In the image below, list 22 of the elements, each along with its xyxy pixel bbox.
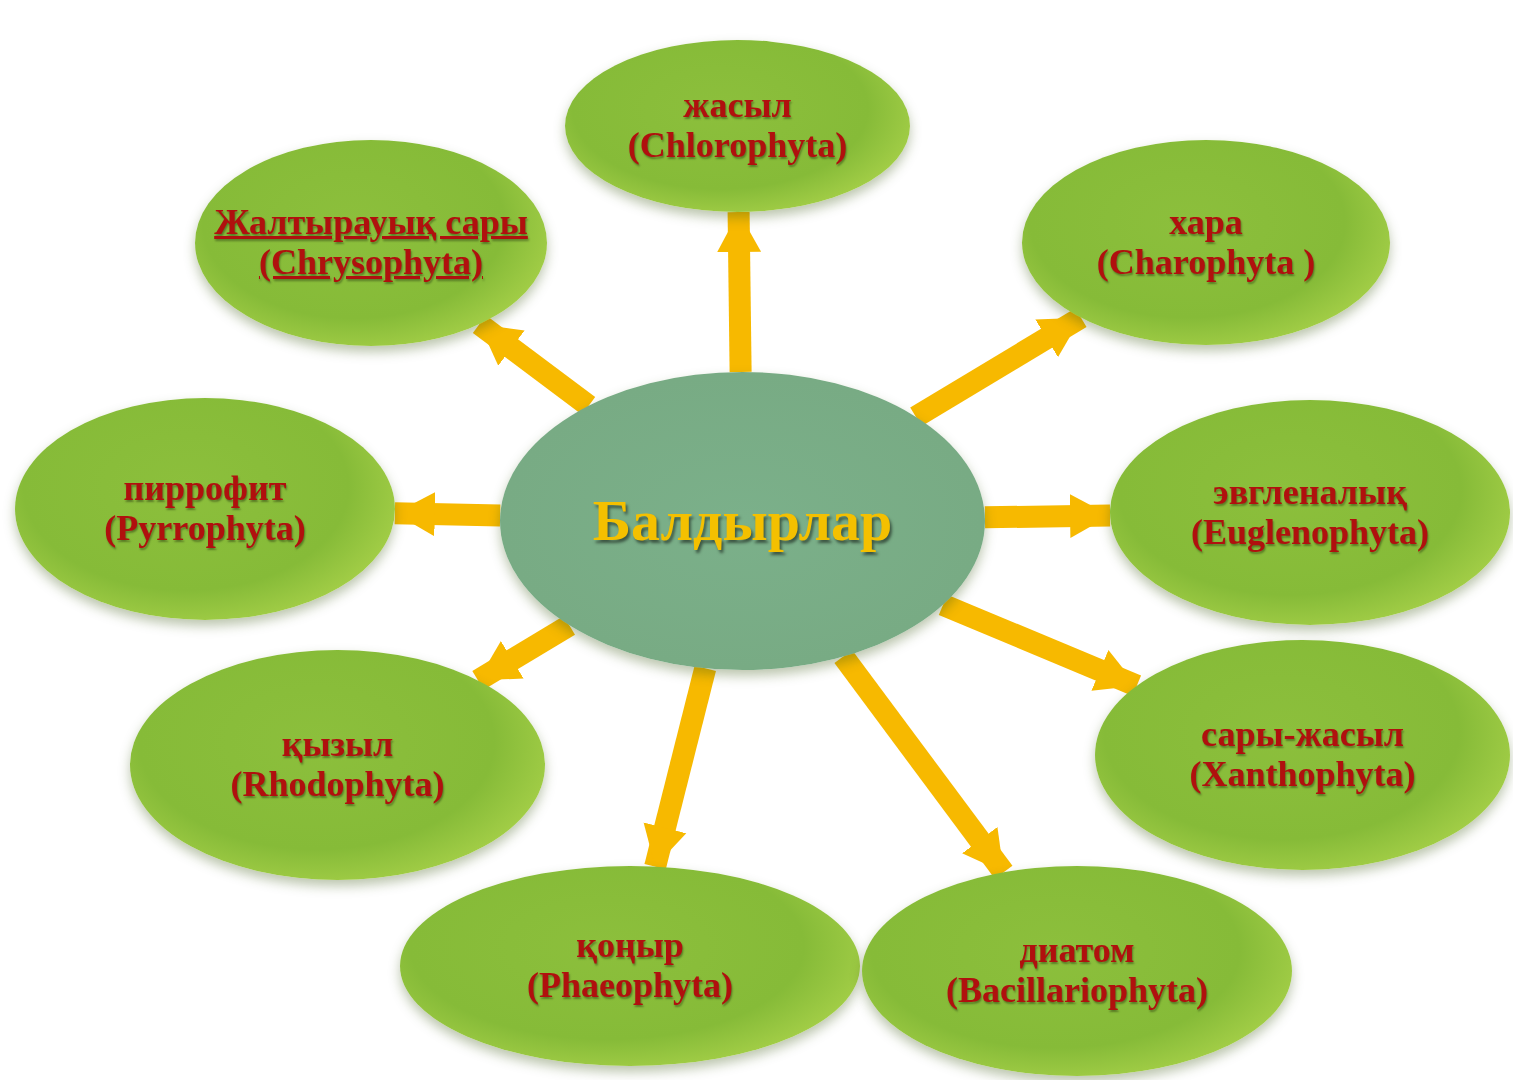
node-label: Жалтырауық сары bbox=[214, 203, 528, 243]
arrow bbox=[717, 211, 762, 373]
node-label: (Bacillariophyta) bbox=[946, 971, 1208, 1011]
node-label: жасыл bbox=[683, 86, 792, 126]
node-label: (Charophyta ) bbox=[1096, 242, 1316, 283]
node-label: хара bbox=[1169, 202, 1243, 243]
node-label: қоңыр bbox=[576, 926, 684, 966]
node-label: қызыл bbox=[281, 725, 394, 765]
node-label: сары-жасыл bbox=[1201, 715, 1404, 755]
node-label: (Chrysophyta) bbox=[259, 243, 483, 283]
node-label: (Chlorophyta) bbox=[627, 126, 848, 166]
node-label: (Xanthophyta) bbox=[1189, 755, 1416, 795]
node-label: (Phaeophyta) bbox=[527, 966, 733, 1006]
node-label: диатом bbox=[1019, 931, 1135, 971]
central-title: Балдырлар bbox=[592, 489, 893, 553]
node-label: эвгленалық bbox=[1213, 472, 1407, 513]
node-label: (Euglenophyta) bbox=[1190, 512, 1429, 553]
arrow bbox=[394, 492, 501, 537]
node-label: пиррофит bbox=[123, 469, 287, 509]
arrow bbox=[938, 594, 1142, 696]
node-label: (Rhodophyta) bbox=[230, 765, 445, 805]
node-label: (Pyrrophyta) bbox=[104, 509, 306, 549]
